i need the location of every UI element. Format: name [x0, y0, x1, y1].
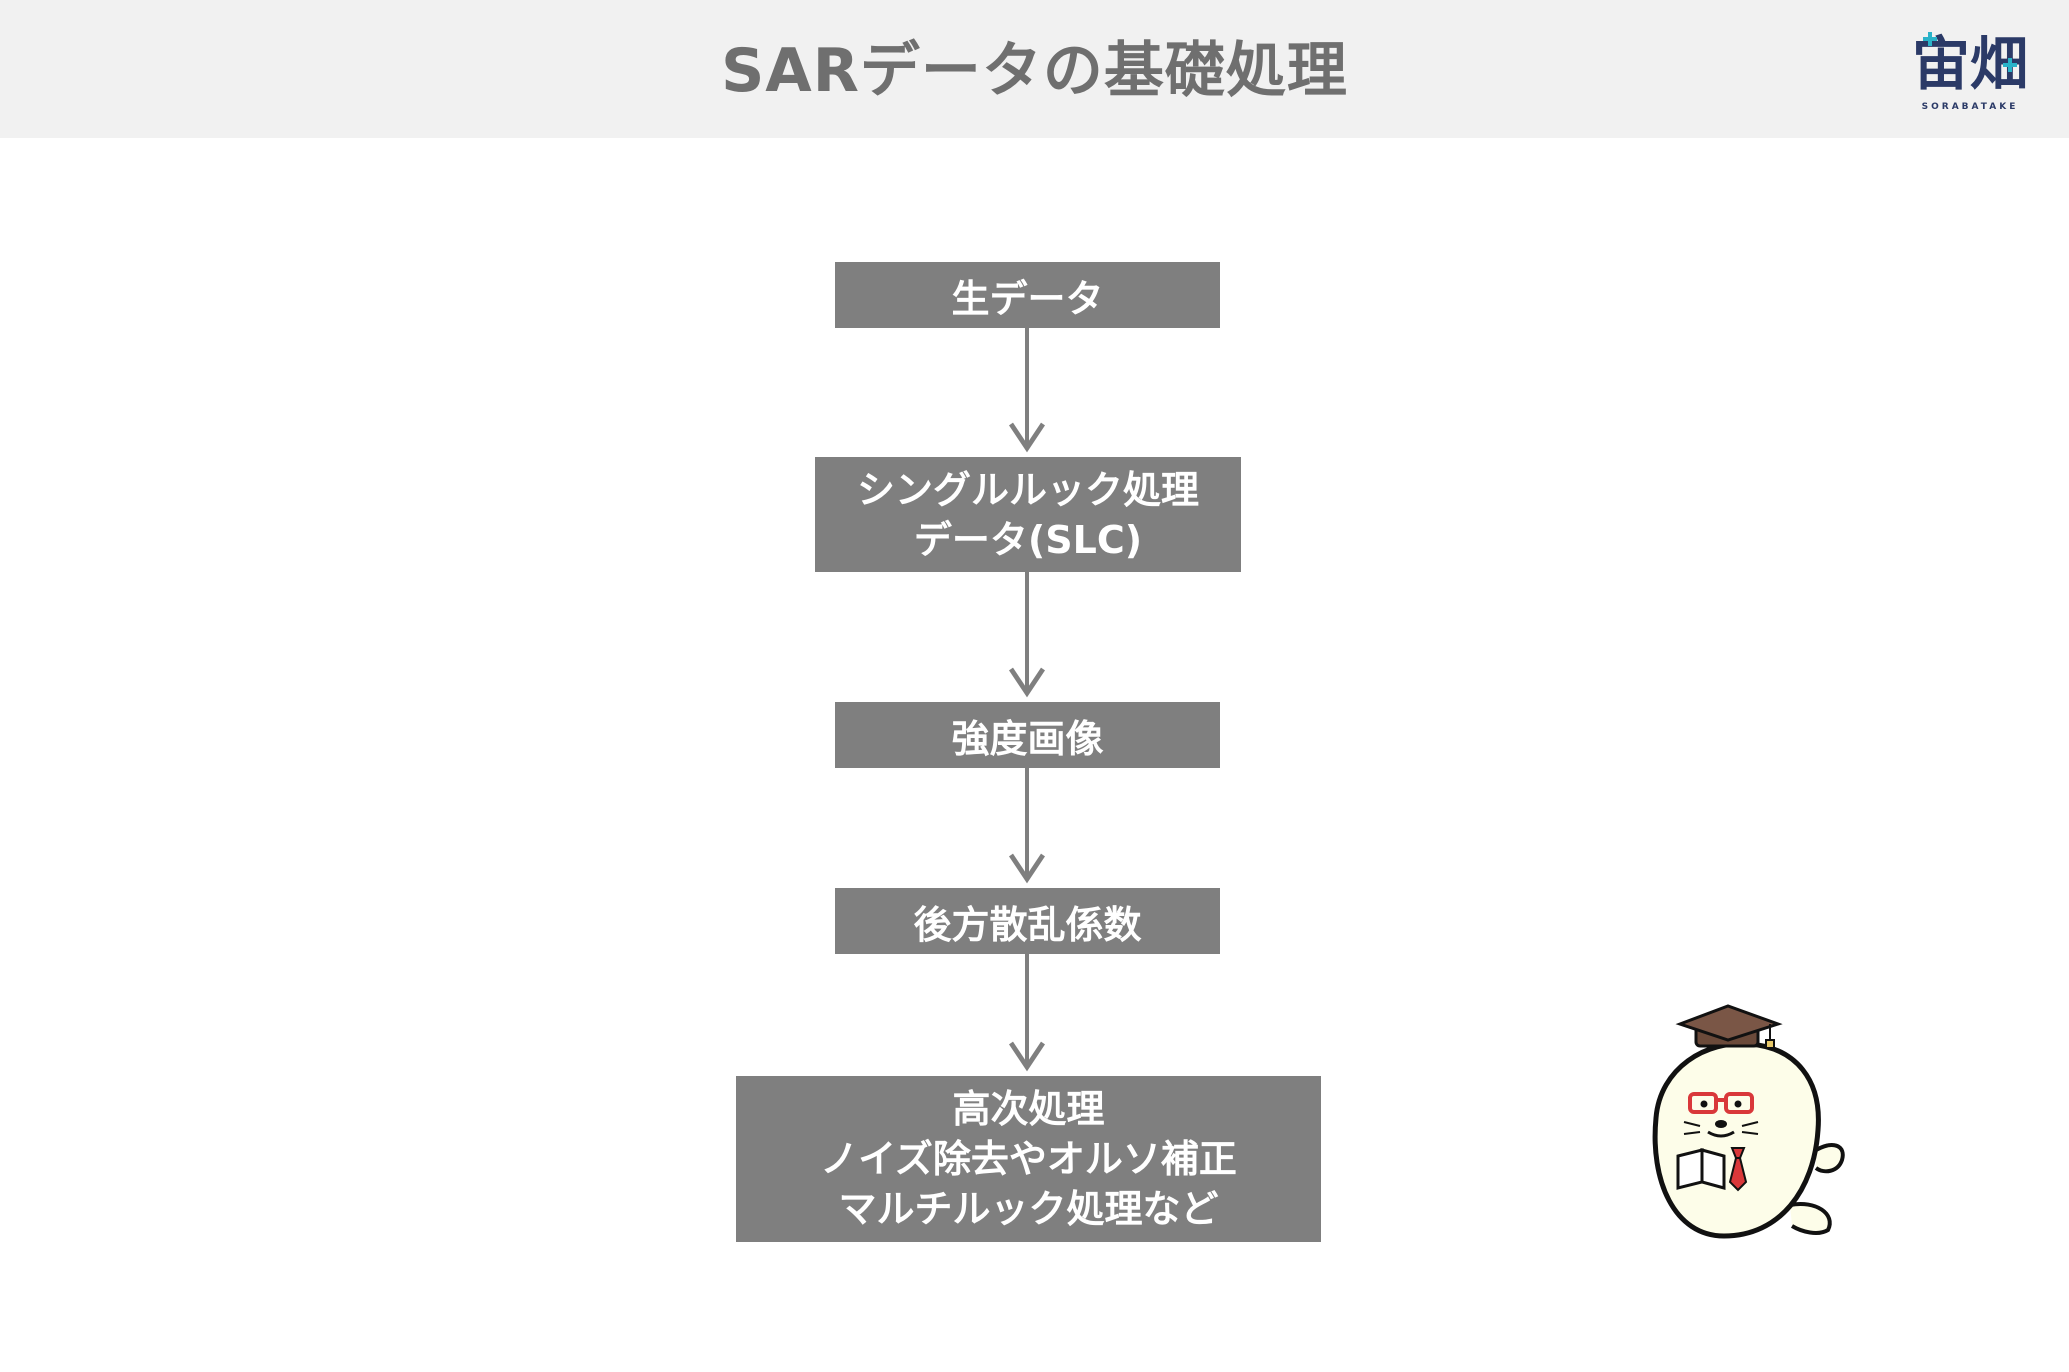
step-label: ノイズ除去やオルソ補正: [820, 1137, 1237, 1181]
step-intensity-image: 強度画像: [835, 702, 1220, 768]
step-advanced-processing: 高次処理 ノイズ除去やオルソ補正 マルチルック処理など: [736, 1076, 1321, 1242]
step-label: 後方散乱係数: [913, 902, 1142, 947]
step-label: 強度画像: [951, 716, 1104, 761]
logo-subtext: SORABATAKE: [1921, 102, 2019, 112]
logo-graphic: 宙畑: [1912, 30, 2028, 98]
step-label: データ(SLC): [913, 517, 1143, 562]
page-title: SARデータの基礎処理: [721, 35, 1348, 106]
step-label: 生データ: [951, 276, 1104, 321]
step-label: 高次処理: [952, 1087, 1105, 1131]
step-backscatter-coefficient: 後方散乱係数: [835, 888, 1220, 954]
slide-header: [0, 0, 2069, 138]
sorabatake-logo-icon: 宙畑 SORABATAKE: [1900, 18, 2040, 118]
step-slc-data: シングルルック処理 データ(SLC): [815, 457, 1241, 572]
mascot-graduate-icon: [1652, 1004, 1845, 1239]
step-label: シングルルック処理: [856, 467, 1199, 512]
step-label: マルチルック処理など: [838, 1187, 1219, 1231]
step-raw-data: 生データ: [835, 262, 1220, 328]
